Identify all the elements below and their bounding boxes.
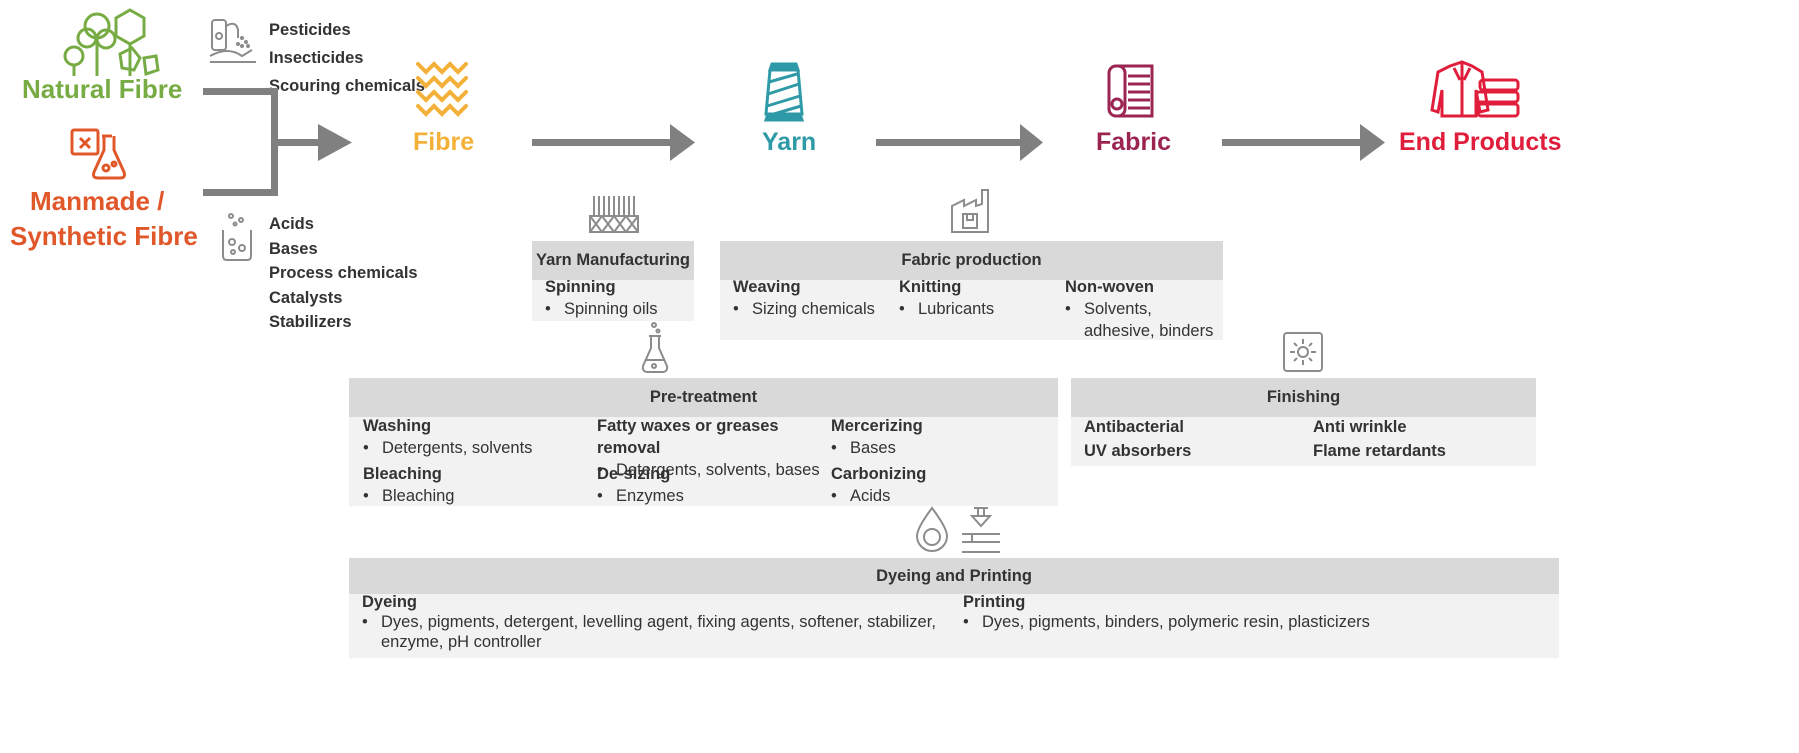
arrow-yarn-fabric-head <box>1020 124 1043 161</box>
process-title: Knitting <box>899 278 962 296</box>
washing-item: Washing Detergents, solvents <box>363 415 591 459</box>
factory-icon <box>951 189 989 233</box>
weaving-column: Weaving Sizing chemicals <box>733 276 893 320</box>
process-bullet: Solvents, adhesive, binders <box>1065 298 1225 342</box>
process-bullet: Sizing chemicals <box>733 298 893 320</box>
clothing-icon <box>1430 60 1520 118</box>
process-title: Weaving <box>733 278 801 296</box>
process-bullet: Dyes, pigments, detergent, levelling age… <box>362 612 954 652</box>
dyeing-printing-title: Dyeing and Printing <box>349 558 1559 594</box>
spinning-column: Spinning Spinning oils <box>545 276 693 320</box>
chemical-item: Process chemicals <box>269 264 418 282</box>
process-title: Printing <box>963 593 1026 611</box>
stage-yarn-label: Yarn <box>762 128 817 156</box>
pre-treatment-title: Pre-treatment <box>349 378 1058 417</box>
sun-frame-icon <box>1283 332 1323 372</box>
finishing-item: Antibacterial <box>1084 418 1184 436</box>
finishing-title: Finishing <box>1071 378 1536 417</box>
process-title: Non-woven <box>1065 278 1154 296</box>
process-bullet: Enzymes <box>597 485 829 507</box>
process-title: Spinning <box>545 278 616 296</box>
process-bullet: Dyes, pigments, binders, polymeric resin… <box>963 612 1523 632</box>
chemical-item: Bases <box>269 239 318 258</box>
process-title: Mercerizing <box>831 417 923 435</box>
manmade-connector <box>203 189 278 196</box>
chemical-item: Stabilizers <box>269 313 352 331</box>
merge-connector <box>271 88 278 196</box>
dyeing-printing-box: Dyeing and Printing Dyeing Dyes, pigment… <box>349 558 1559 658</box>
arrow-yarn-fabric-shaft <box>876 139 1022 146</box>
dye-drop-icon <box>915 506 949 552</box>
yarn-manufacturing-title: Yarn Manufacturing <box>532 241 694 280</box>
process-title: Carbonizing <box>831 465 927 483</box>
yarn-manufacturing-box: Yarn Manufacturing Spinning Spinning oil… <box>532 241 694 321</box>
trees-icon <box>63 8 160 77</box>
process-bullet: Bleaching <box>363 485 591 507</box>
natural-connector <box>203 88 278 95</box>
knitting-column: Knitting Lubricants <box>899 276 1059 320</box>
stage-fabric-label: Fabric <box>1096 128 1172 156</box>
process-title: Dyeing <box>362 593 418 611</box>
printing-column: Printing Dyes, pigments, binders, polyme… <box>963 592 1523 632</box>
de-sizing-item: De-sizing Enzymes <box>597 463 829 507</box>
process-title: Fatty waxes or greases removal <box>597 417 779 457</box>
arrow-fibre-yarn-shaft <box>532 139 672 146</box>
fibre-weave-icon <box>416 61 468 117</box>
finishing-item: Anti wrinkle <box>1313 418 1407 436</box>
chemical-item: Scouring chemicals <box>269 77 425 95</box>
merge-arrow-shaft <box>278 139 318 146</box>
finishing-item: UV absorbers <box>1084 442 1192 460</box>
chemical-item: Insecticides <box>269 49 364 67</box>
arrow-fabric-end-head <box>1360 124 1385 161</box>
process-bullet: Detergents, solvents <box>363 437 591 459</box>
process-title: Bleaching <box>363 465 442 483</box>
process-bullet: Spinning oils <box>545 298 693 320</box>
stage-end-products-label: End Products <box>1399 128 1562 156</box>
flask-chip-icon <box>70 128 126 180</box>
bleaching-item: Bleaching Bleaching <box>363 463 591 507</box>
finishing-box: Finishing Antibacterial Anti wrinkle UV … <box>1071 378 1536 466</box>
finishing-item: Flame retardants <box>1313 442 1446 460</box>
fatty-waxes-item: Fatty waxes or greases removal Detergent… <box>597 415 829 481</box>
chemical-item: Acids <box>269 215 314 233</box>
merge-arrow-head <box>318 124 352 161</box>
process-bullet: Bases <box>831 437 1051 459</box>
natural-fibre-label: Natural Fibre <box>22 74 183 104</box>
yarn-spool-icon <box>763 62 805 122</box>
dyeing-column: Dyeing Dyes, pigments, detergent, levell… <box>362 592 954 652</box>
fabric-roll-icon <box>1107 64 1154 118</box>
print-press-icon <box>962 507 1000 553</box>
process-bullet: Lubricants <box>899 298 1059 320</box>
arrow-fabric-end-shaft <box>1222 139 1362 146</box>
chemical-item: Pesticides <box>269 21 351 39</box>
sprayer-icon <box>209 19 256 63</box>
flask-icon <box>641 322 669 373</box>
process-title: Washing <box>363 417 432 435</box>
pre-treatment-box: Pre-treatment Washing Detergents, solven… <box>349 378 1058 506</box>
mercerizing-item: Mercerizing Bases <box>831 415 1051 459</box>
natural-chemicals-list: Pesticides Insecticides Scouring chemica… <box>269 16 425 100</box>
non-woven-column: Non-woven Solvents, adhesive, binders <box>1065 276 1225 342</box>
fabric-production-box: Fabric production Weaving Sizing chemica… <box>720 241 1223 340</box>
manmade-chemicals-list: Acids Bases Process chemicals Catalysts … <box>269 212 418 335</box>
process-title: De-sizing <box>597 465 671 483</box>
arrow-fibre-yarn-head <box>670 124 695 161</box>
process-bullet: Acids <box>831 485 1051 507</box>
chemical-item: Catalysts <box>269 288 343 307</box>
spinning-machine-icon <box>589 196 639 233</box>
manmade-fibre-label-line2: Synthetic Fibre <box>10 221 198 251</box>
process-bullet: Detergents, solvents, bases <box>597 459 829 481</box>
beaker-icon <box>222 213 252 261</box>
fabric-production-title: Fabric production <box>720 241 1223 280</box>
stage-fibre-label: Fibre <box>413 128 475 156</box>
manmade-fibre-label-line1: Manmade / <box>30 186 165 216</box>
carbonizing-item: Carbonizing Acids <box>831 463 1051 507</box>
